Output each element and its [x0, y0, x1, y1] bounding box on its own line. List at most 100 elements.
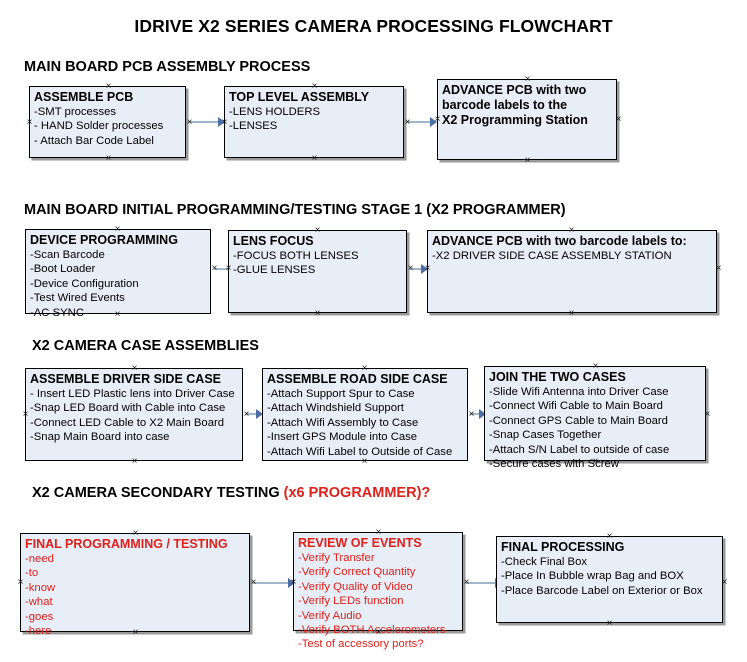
connection-point: [605, 619, 614, 628]
connection-point: [25, 118, 34, 127]
box-title: ADVANCE PCB with two: [442, 83, 587, 97]
box-assemble-road-side-case[interactable]: ASSEMBLE ROAD SIDE CASE -Attach Support …: [262, 368, 468, 461]
connection-point: [16, 578, 25, 587]
box-line: -Attach Windshield Support: [267, 402, 404, 415]
box-advance-pcb-programming-station[interactable]: ADVANCE PCB with two barcode labels to t…: [437, 79, 617, 160]
connection-point: [242, 410, 251, 419]
connection-point: [249, 578, 258, 587]
connection-point: [130, 364, 139, 373]
connection-point: [433, 115, 442, 124]
connector-arrow: [189, 121, 222, 123]
connection-point: [113, 225, 122, 234]
box-top-level-assembly[interactable]: TOP LEVEL ASSEMBLY -LENS HOLDERS -LENSES: [224, 86, 404, 158]
connection-point: [467, 410, 476, 419]
connector-arrow: [466, 582, 502, 584]
connection-point: [591, 362, 600, 371]
box-line: -LENSES: [229, 120, 278, 133]
box-line: - Insert LED Plastic lens into Driver Ca…: [30, 388, 235, 400]
connection-point: [310, 154, 319, 163]
box-line: -Test Wired Events: [30, 292, 125, 305]
box-line: -Place Barcode Label on Exterior or Box: [501, 584, 703, 597]
box-line: - Attach Bar Code Label: [34, 134, 154, 147]
box-line: barcode labels to the: [442, 98, 568, 112]
box-title: REVIEW OF EVENTS: [298, 536, 422, 550]
connection-point: [113, 310, 122, 319]
box-line: -to: [25, 567, 39, 580]
connector-arrow: [253, 582, 294, 584]
box-lens-focus[interactable]: LENS FOCUS -FOCUS BOTH LENSES -GLUE LENS…: [228, 230, 407, 313]
box-line: -Verify LEDs function: [298, 595, 404, 608]
box-line: -what: [25, 596, 53, 609]
box-title: DEVICE PROGRAMMING: [30, 233, 178, 247]
section-heading-1: MAIN BOARD PCB ASSEMBLY PROCESS: [24, 59, 310, 75]
box-advance-pcb-driver-side[interactable]: ADVANCE PCB with two barcode labels to: …: [427, 230, 717, 313]
connection-point: [374, 528, 383, 537]
box-title: JOIN THE TWO CASES: [489, 370, 626, 384]
box-assemble-pcb[interactable]: ASSEMBLE PCB -SMT processes - HAND Solde…: [29, 86, 186, 158]
box-title: ADVANCE PCB with two barcode labels to:: [432, 234, 687, 248]
connection-point: [360, 457, 369, 466]
connection-point: [605, 532, 614, 541]
section-heading-2: MAIN BOARD INITIAL PROGRAMMING/TESTING S…: [24, 202, 566, 218]
connection-point: [313, 309, 322, 318]
box-line: -Attach Support Spur to Case: [267, 388, 415, 400]
box-join-the-two-cases[interactable]: JOIN THE TWO CASES -Slide Wifi Antenna i…: [484, 366, 706, 470]
connection-point: [720, 578, 729, 587]
connection-point: [210, 264, 219, 273]
box-title: FINAL PROGRAMMING / TESTING: [25, 537, 228, 551]
connection-point: [131, 628, 140, 637]
box-line: -Snap Main Board into case: [30, 431, 170, 444]
section-heading-4-accent: (x6 PROGRAMMER)?: [283, 485, 431, 501]
connection-point: [406, 264, 415, 273]
box-final-processing[interactable]: FINAL PROCESSING -Check Final Box -Place…: [496, 536, 723, 623]
box-line: -GLUE LENSES: [233, 264, 316, 277]
box-line: -LENS HOLDERS: [229, 106, 321, 118]
connection-point: [423, 264, 432, 273]
connection-point: [130, 457, 139, 466]
box-final-programming-testing[interactable]: FINAL PROGRAMMING / TESTING -need -to -k…: [20, 533, 250, 637]
box-line: -Verify Audio: [298, 609, 362, 622]
box-title: FINAL PROCESSING: [501, 540, 625, 554]
section-heading-2-text: MAIN BOARD INITIAL PROGRAMMING/TESTING S…: [24, 202, 566, 218]
box-line: -Attach Wifi Assembly to Case: [267, 416, 419, 429]
connector-arrow: [470, 413, 486, 415]
box-line: -Slide Wifi Antenna into Driver Case: [489, 386, 669, 398]
box-line: -Connect GPS Cable to Main Board: [489, 414, 668, 427]
box-line: -FOCUS BOTH LENSES: [233, 250, 359, 262]
connection-point: [289, 578, 298, 587]
connection-point: [360, 364, 369, 373]
box-title: ASSEMBLE ROAD SIDE CASE: [267, 372, 448, 386]
section-heading-1-text: MAIN BOARD PCB ASSEMBLY PROCESS: [24, 59, 311, 75]
connection-point: [591, 457, 600, 466]
section-heading-4: X2 CAMERA SECONDARY TESTING (x6 PROGRAMM…: [32, 485, 430, 501]
connector-arrow: [407, 121, 435, 123]
box-assemble-driver-side-case[interactable]: ASSEMBLE DRIVER SIDE CASE - Insert LED P…: [25, 368, 243, 461]
connection-point: [567, 226, 576, 235]
box-line: -Snap LED Board with Cable into Case: [30, 402, 226, 415]
box-line: -Verify Quality of Video: [298, 580, 413, 593]
box-line: -need: [25, 553, 54, 565]
connection-point: [104, 82, 113, 91]
box-line: -goes: [25, 610, 54, 623]
connection-point: [131, 529, 140, 538]
connection-point: [313, 226, 322, 235]
box-review-of-events[interactable]: REVIEW OF EVENTS -Verify Transfer -Verif…: [293, 532, 463, 650]
box-line: -here: [25, 625, 52, 638]
box-device-programming[interactable]: DEVICE PROGRAMMING -Scan Barcode -Boot L…: [25, 229, 211, 319]
connector-arrow: [246, 413, 263, 415]
connection-point: [567, 309, 576, 318]
connection-point: [224, 264, 233, 273]
connection-point: [614, 115, 623, 124]
box-line: -AC SYNC: [30, 306, 84, 319]
box-line: -SMT processes: [34, 106, 117, 118]
box-line: X2 Programming Station: [442, 113, 588, 127]
box-line: -Place In Bubble wrap Bag and BOX: [501, 570, 684, 583]
connection-point: [310, 82, 319, 91]
arrowhead-icon: [256, 409, 263, 419]
box-line: -Device Configuration: [30, 277, 139, 290]
box-title: ASSEMBLE PCB: [34, 90, 134, 104]
box-line: -Snap Cases Together: [489, 429, 602, 442]
box-line: -Connect LED Cable to X2 Main Board: [30, 416, 225, 429]
connection-point: [403, 118, 412, 127]
connection-point: [21, 410, 30, 419]
